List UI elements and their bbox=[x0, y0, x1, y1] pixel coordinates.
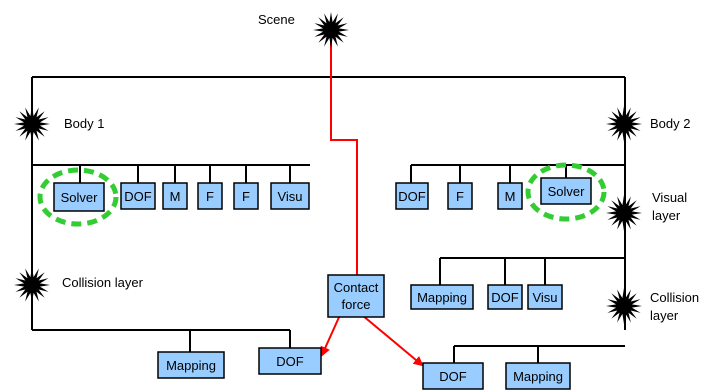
scene-label: Scene bbox=[258, 12, 295, 27]
node-stars bbox=[14, 12, 642, 324]
svg-text:Contact: Contact bbox=[334, 280, 379, 295]
collision-left-star-icon bbox=[14, 267, 50, 303]
svg-text:force: force bbox=[342, 297, 371, 312]
contact-to-right-dof-arrow bbox=[361, 314, 424, 367]
collision-left-mapping-box: Mapping bbox=[157, 351, 225, 379]
body1-f2-box: F bbox=[233, 182, 259, 210]
body2-m-box: M bbox=[497, 182, 523, 210]
body2-label: Body 2 bbox=[650, 116, 690, 131]
svg-text:Visu: Visu bbox=[532, 290, 557, 305]
solver-highlights bbox=[37, 162, 607, 227]
svg-text:DOF: DOF bbox=[124, 189, 152, 204]
body1-label: Body 1 bbox=[64, 116, 104, 131]
contact-to-left-dof-arrow bbox=[320, 314, 341, 357]
svg-text:Mapping: Mapping bbox=[417, 290, 467, 305]
visual-layer-star-icon bbox=[606, 195, 642, 231]
contact-force-links bbox=[320, 30, 424, 367]
svg-text:M: M bbox=[505, 189, 516, 204]
tree-connectors bbox=[31, 76, 626, 363]
collision-right-dof-box: DOF bbox=[422, 362, 484, 390]
svg-text:Mapping: Mapping bbox=[166, 358, 216, 373]
svg-text:DOF: DOF bbox=[439, 369, 467, 384]
svg-text:DOF: DOF bbox=[491, 290, 519, 305]
collision-layer-right-label-line2: layer bbox=[650, 308, 679, 323]
collision-right-mapping-box: Mapping bbox=[505, 362, 571, 390]
visual-layer-label-line1: Visual bbox=[652, 190, 687, 205]
body1-visu-box: Visu bbox=[270, 182, 310, 210]
visual-layer-label-line2: layer bbox=[652, 208, 681, 223]
svg-text:DOF: DOF bbox=[398, 189, 426, 204]
body1-dof-box: DOF bbox=[120, 182, 156, 210]
body1-solver-box: Solver bbox=[53, 182, 105, 212]
svg-text:Solver: Solver bbox=[548, 184, 586, 199]
svg-text:F: F bbox=[456, 189, 464, 204]
visual-dof-box: DOF bbox=[487, 284, 523, 310]
visual-visu-box: Visu bbox=[527, 284, 563, 310]
svg-text:Visu: Visu bbox=[277, 189, 302, 204]
body2-solver-box: Solver bbox=[540, 177, 592, 205]
solver-highlight-body1 bbox=[37, 167, 119, 227]
collision-left-dof-box: DOF bbox=[258, 347, 322, 375]
visual-mapping-box: Mapping bbox=[410, 284, 474, 310]
body2-f-box: F bbox=[447, 182, 473, 210]
svg-text:Solver: Solver bbox=[61, 190, 99, 205]
body2-star-icon bbox=[606, 106, 642, 142]
svg-text:F: F bbox=[206, 189, 214, 204]
body1-f1-box: F bbox=[197, 182, 223, 210]
body2-dof-box: DOF bbox=[395, 182, 429, 210]
collision-right-star-icon bbox=[606, 288, 642, 324]
collision-layer-left-label: Collision layer bbox=[62, 275, 144, 290]
solver-highlight-body2 bbox=[525, 162, 607, 222]
body1-m-box: M bbox=[162, 182, 188, 210]
svg-text:F: F bbox=[242, 189, 250, 204]
component-boxes: Solver DOF M F F Visu DOF F bbox=[53, 177, 592, 390]
svg-text:Mapping: Mapping bbox=[513, 369, 563, 384]
collision-layer-right-label-line1: Collision bbox=[650, 290, 699, 305]
body1-star-icon bbox=[14, 106, 50, 142]
contact-force-box: Contact force bbox=[327, 274, 385, 318]
scene-star-icon bbox=[313, 12, 349, 48]
svg-text:DOF: DOF bbox=[276, 354, 304, 369]
svg-text:M: M bbox=[170, 189, 181, 204]
scene-to-contact-link bbox=[330, 30, 358, 275]
